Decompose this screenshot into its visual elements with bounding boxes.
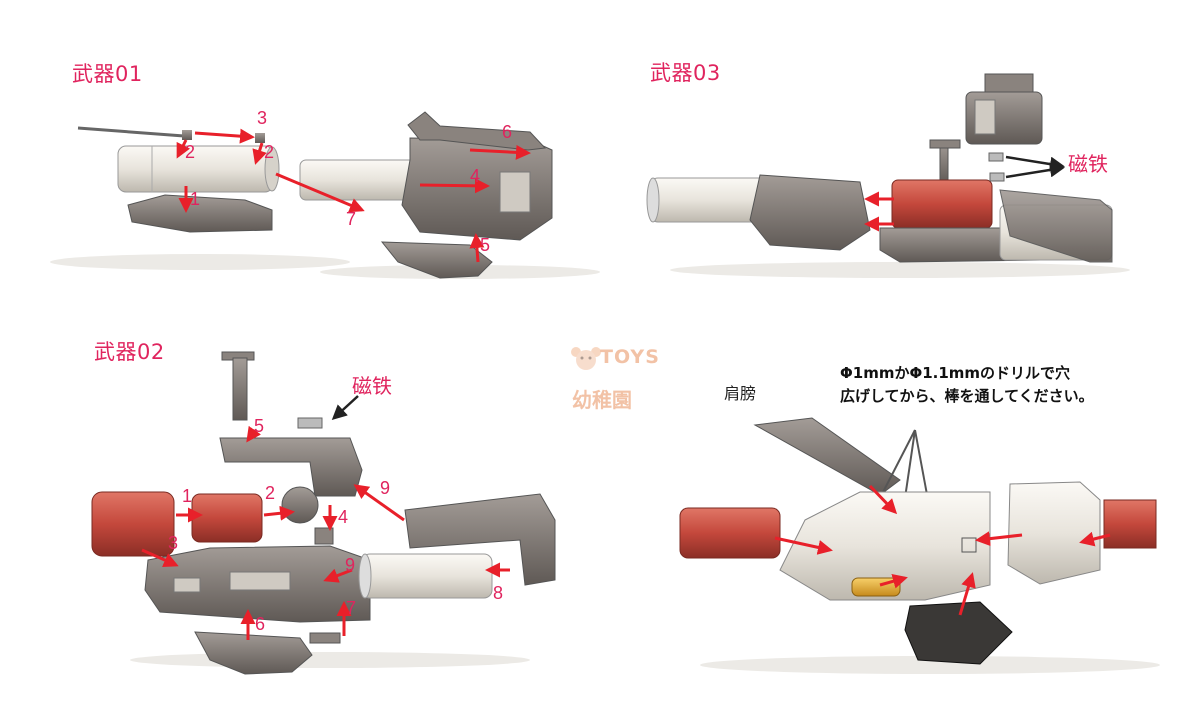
weapon02-parts	[91, 351, 556, 675]
drill-note-line1: Φ1mmかΦ1.1mmのドリルで穴	[840, 364, 1071, 382]
weapon03-title: 武器03	[650, 61, 721, 85]
w02-label-5: 5	[254, 416, 265, 436]
barrel	[361, 553, 493, 599]
w01-label-6: 6	[502, 122, 513, 142]
vent	[1103, 499, 1157, 549]
rear-frame	[404, 493, 556, 586]
w01-label-7: 7	[346, 209, 357, 229]
red-core	[891, 179, 993, 229]
bottom-grip	[194, 631, 313, 675]
upper-frame	[219, 437, 363, 497]
w02-label-3: 3	[168, 533, 179, 553]
magnet-top	[988, 152, 1004, 162]
weapon02-arrows	[141, 395, 510, 640]
weapon01-arrows	[176, 128, 531, 263]
w02-label-6: 6	[255, 614, 266, 634]
w01-label-4: 4	[470, 166, 481, 186]
missile-pod	[679, 507, 781, 559]
w01-label-2a: 2	[185, 142, 196, 162]
w02-label-9b: 9	[345, 555, 356, 575]
front-frame	[749, 174, 871, 251]
watermark-brand: TOYS	[600, 346, 660, 368]
magnet-bottom	[989, 172, 1005, 182]
side-block	[1007, 481, 1101, 585]
red-cap-small	[191, 493, 263, 543]
weapon03-parts	[646, 73, 1130, 278]
w02-label-1: 1	[182, 486, 193, 506]
handle	[232, 357, 248, 421]
w02-label-8: 8	[493, 583, 504, 603]
bear-logo-icon	[571, 347, 601, 370]
shoulder-label: 肩膀	[724, 384, 757, 403]
w02-label-4: 4	[338, 507, 349, 527]
barrel-tube	[117, 145, 274, 193]
drill-note-line2: 広げしてから、棒を通してください。	[840, 387, 1094, 405]
w02-label-9a: 9	[380, 478, 391, 498]
weapon01-parts	[50, 111, 600, 279]
main-barrel	[299, 159, 419, 201]
shoulder-parts	[679, 417, 1160, 674]
weapon02-title: 武器02	[94, 340, 165, 364]
rod-cap-2	[255, 133, 265, 143]
shoulder-arrows	[774, 484, 1111, 616]
weapon01-title: 武器01	[72, 62, 143, 86]
w01-label-1: 1	[190, 189, 201, 209]
w02-magnet-label: 磁铁	[352, 374, 392, 398]
weapon03-arrows	[864, 155, 1065, 232]
w01-label-2b: 2	[264, 142, 275, 162]
base-rail	[127, 194, 273, 233]
w01-label-5: 5	[480, 235, 491, 255]
red-cap-large	[91, 491, 175, 557]
top-flap	[753, 417, 901, 496]
watermark-subtitle: 幼稚園	[572, 388, 632, 412]
bottom-cover	[904, 601, 1013, 665]
w01-label-3: 3	[257, 108, 268, 128]
w03-magnet-label: 磁铁	[1068, 152, 1108, 176]
magnet	[297, 417, 323, 429]
w02-label-2: 2	[265, 483, 276, 503]
shoulder-body	[779, 491, 991, 601]
rod-cap	[182, 130, 192, 140]
w02-label-7: 7	[346, 598, 357, 618]
